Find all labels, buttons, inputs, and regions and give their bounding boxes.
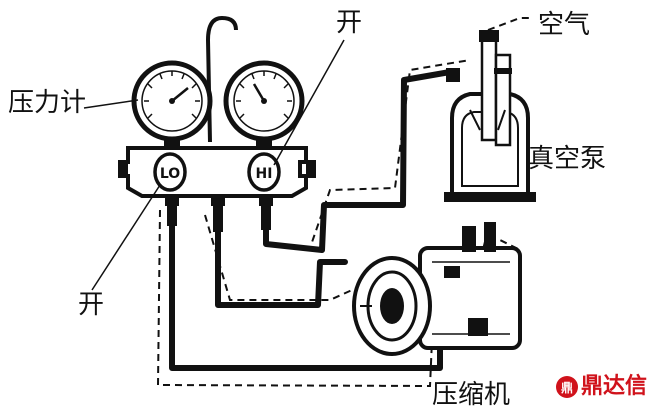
- label-air: 空气: [538, 10, 591, 40]
- hi-valve: HI: [247, 152, 281, 192]
- manifold-ports: [165, 196, 273, 232]
- left-side-knob: [118, 160, 128, 178]
- label-open-bottom: 开: [78, 290, 105, 320]
- label-pressure-gauge: 压力计: [8, 88, 87, 118]
- air-exhaust-dashed: [487, 17, 530, 31]
- hi-flow-dashed: [267, 59, 471, 250]
- watermark-logo: 鼎: [556, 376, 578, 398]
- leader-open-bottom: [91, 184, 161, 291]
- watermark-text: 鼎达信: [581, 374, 648, 399]
- label-compressor: 压缩机: [432, 380, 511, 410]
- service-hose: [215, 229, 348, 308]
- right-side-knob: [306, 160, 316, 178]
- service-flow-dashed: [204, 214, 353, 301]
- leader-open-top: [273, 39, 345, 166]
- lo-valve-label: LO: [160, 166, 180, 182]
- leader-pressure-gauge: [83, 99, 139, 109]
- manifold-assembly: LO HI: [118, 15, 316, 232]
- label-open-top: 开: [336, 8, 363, 38]
- hi-valve-label: HI: [256, 166, 273, 182]
- hi-hose: [263, 69, 453, 253]
- low-pressure-gauge: [131, 60, 213, 146]
- lo-valve: LO: [153, 152, 187, 192]
- high-pressure-gauge: [223, 60, 305, 146]
- label-vacuum-pump: 真空泵: [528, 144, 607, 174]
- watermark: 鼎 鼎达信: [556, 376, 647, 398]
- compressor: [352, 222, 522, 356]
- vacuum-pump: [444, 30, 536, 202]
- hanger-hook: [205, 15, 238, 143]
